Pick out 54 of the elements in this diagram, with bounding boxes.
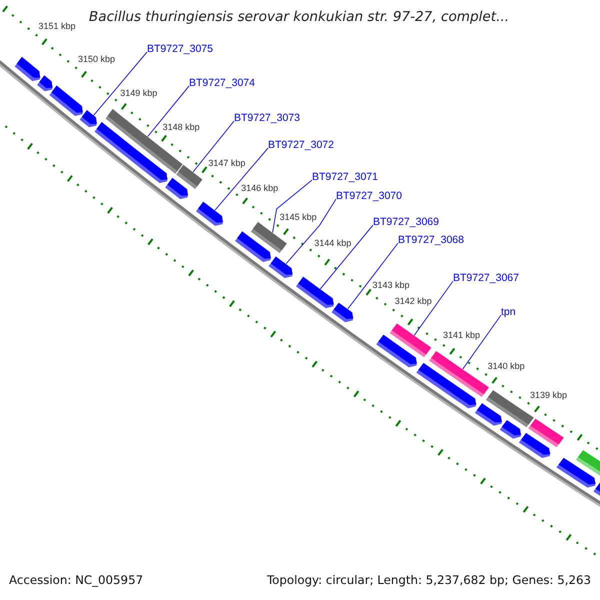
tick-label: 3145 kbp — [280, 212, 317, 222]
gene-label: BT9727_3067 — [453, 272, 519, 284]
leader-line — [462, 314, 502, 370]
gene-bar — [428, 351, 489, 398]
gene-block — [14, 56, 40, 82]
gene-label: BT9727_3072 — [268, 139, 334, 152]
tick-label: 3144 kbp — [314, 238, 352, 248]
gene-bar — [106, 109, 183, 174]
gene-bar — [176, 164, 202, 190]
gene-block — [296, 276, 334, 308]
gene-block — [268, 256, 293, 278]
gene-label: BT9727_3071 — [312, 171, 378, 184]
gene-label: BT9727_3074 — [189, 77, 255, 90]
gene-block — [500, 420, 522, 439]
tick-label: 3139 kbp — [530, 390, 568, 400]
leader-line — [192, 120, 234, 172]
gene-bar — [250, 222, 287, 254]
tick-label: 3147 kbp — [208, 158, 246, 168]
leader-line — [347, 242, 398, 310]
leader-line — [93, 52, 148, 116]
gene-label: BT9727_3075 — [147, 43, 213, 56]
tick-label: 3149 kbp — [120, 88, 158, 98]
leader-line — [272, 180, 312, 233]
leader-line — [214, 148, 268, 211]
tick-label: 3146 kbp — [241, 182, 278, 194]
tick-label: 3143 kbp — [372, 280, 410, 291]
gene-block — [196, 202, 224, 226]
gene-block — [165, 178, 188, 200]
gene-label: tpn — [501, 306, 516, 318]
gene-block — [37, 75, 53, 92]
tick-label: 3140 kbp — [488, 361, 525, 372]
gene-block — [593, 482, 600, 496]
diagram-title: Bacillus thuringiensis serovar konkukian str. 97-27, complet... — [88, 10, 510, 26]
gene-label: BT9727_3068 — [398, 234, 464, 246]
leader-line — [320, 224, 374, 290]
tick-label: 3151 kbp — [38, 21, 76, 32]
tick-label: 3142 kbp — [394, 296, 432, 306]
gene-block — [332, 302, 354, 322]
gene-label: BT9727_3069 — [373, 216, 439, 228]
footer-text: Accession: NC_005957 — [9, 574, 144, 588]
gene-label: BT9727_3073 — [234, 112, 300, 124]
leader-line — [414, 280, 454, 336]
tick-label: 3141 kbp — [443, 330, 480, 341]
tick-label: 3150 kbp — [78, 54, 116, 64]
gene-block — [518, 432, 550, 458]
footer-text: Topology: circular; Length: 5,237,682 bp; Genes: 5,263 — [266, 574, 591, 588]
leader-line — [147, 86, 190, 137]
gene-bar — [576, 450, 600, 476]
gene-block — [80, 110, 97, 128]
gene-bar — [390, 323, 432, 358]
tick-label: 3148 kbp — [162, 122, 200, 132]
gene-label: BT9727_3070 — [336, 190, 402, 202]
gene-block — [49, 86, 83, 116]
leader-line — [286, 198, 336, 264]
